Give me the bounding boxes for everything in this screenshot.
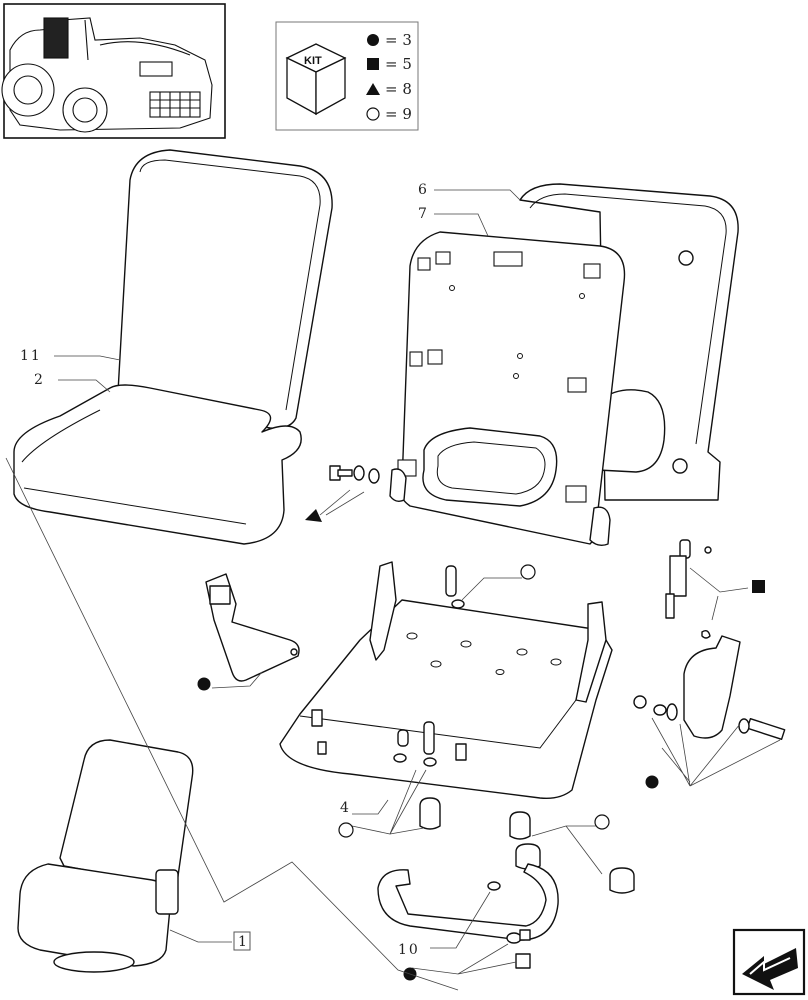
callout-7: 7 [418,206,429,222]
seat-upholstery [13,149,333,545]
legend-row-1: = 3 [385,31,412,49]
callout-4: 4 [340,800,351,816]
backrest-frame [389,231,626,547]
open-circle-marker [594,814,610,830]
kit-cube-icon: KIT [285,43,347,116]
rubber-mounts [509,811,635,894]
complete-seat [17,739,232,973]
armrest-bracket [633,635,786,789]
filled-square-marker [752,580,765,593]
lower-fasteners [338,721,441,838]
callout-1: 1 [238,934,249,950]
callout-10: 10 [398,942,420,958]
tractor-thumbnail [1,3,226,139]
backrest-shell [519,183,739,501]
kit-label: KIT [304,55,322,67]
upper-bolt [445,564,536,609]
seat-pan [279,561,613,800]
back-button[interactable] [732,928,806,996]
callout-1-box [233,931,251,951]
leader-line [352,799,389,815]
open-circle-marker [520,564,536,580]
back-arrow-icon [742,948,798,990]
leader-line [434,189,521,237]
filled-triangle-icon [366,83,380,95]
seat-belt-buckle [197,573,300,691]
open-circle-marker [338,822,354,838]
filled-circle-icon [367,34,379,46]
filled-triangle-marker [305,509,322,522]
gas-strut [665,539,765,639]
leader-line [54,355,121,393]
grab-handle [377,863,559,981]
pivot-bolt-set [305,465,380,522]
leader-line [5,457,459,991]
callout-2: 2 [34,372,45,388]
open-circle-icon [366,107,380,121]
callout-6: 6 [418,182,429,198]
kit-legend: KIT = 3 = 5 = 8 = 9 [275,21,419,131]
legend-row-3: = 8 [385,80,412,98]
callout-11: 11 [20,348,42,364]
filled-circle-marker [197,677,211,691]
legend-row-4: = 9 [385,105,412,123]
filled-square-icon [367,58,379,70]
legend-row-2: = 5 [385,55,412,73]
filled-circle-marker [645,775,659,789]
